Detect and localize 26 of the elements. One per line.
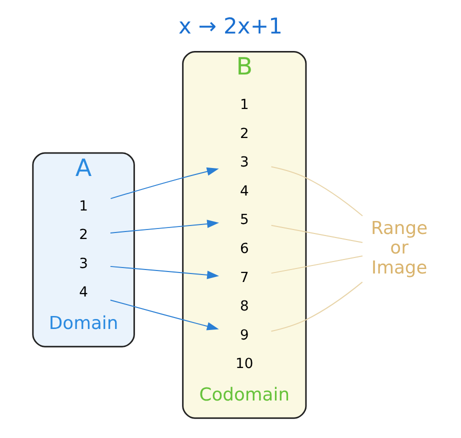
node-text: 10 [236, 356, 254, 372]
node-text: 7 [240, 270, 249, 286]
node-label: Codomain [199, 384, 290, 406]
connector [270, 282, 363, 332]
node-text: Range or Image [370, 218, 428, 279]
node-text: 3 [240, 154, 249, 171]
node-text: 4 [79, 284, 88, 301]
node-text: 2 [240, 126, 249, 142]
node-text: 3 [79, 256, 88, 272]
node-text: 8 [240, 298, 249, 315]
diagram-title: x → 2x+1 [178, 14, 283, 40]
node-text: 6 [240, 240, 249, 257]
node-text: 4 [240, 183, 249, 200]
node-label: Domain [48, 313, 118, 334]
arrow [110, 220, 220, 234]
connector [270, 256, 363, 274]
arrow [110, 300, 219, 330]
connector [270, 224, 363, 244]
node-text: 1 [79, 198, 88, 214]
node-text: 2 [79, 227, 88, 244]
node-text: 1 [240, 96, 249, 113]
connector [270, 166, 363, 216]
node-text: 9 [240, 327, 249, 344]
arrow [110, 266, 220, 280]
node-text: 5 [240, 212, 249, 228]
arrow [110, 167, 219, 200]
